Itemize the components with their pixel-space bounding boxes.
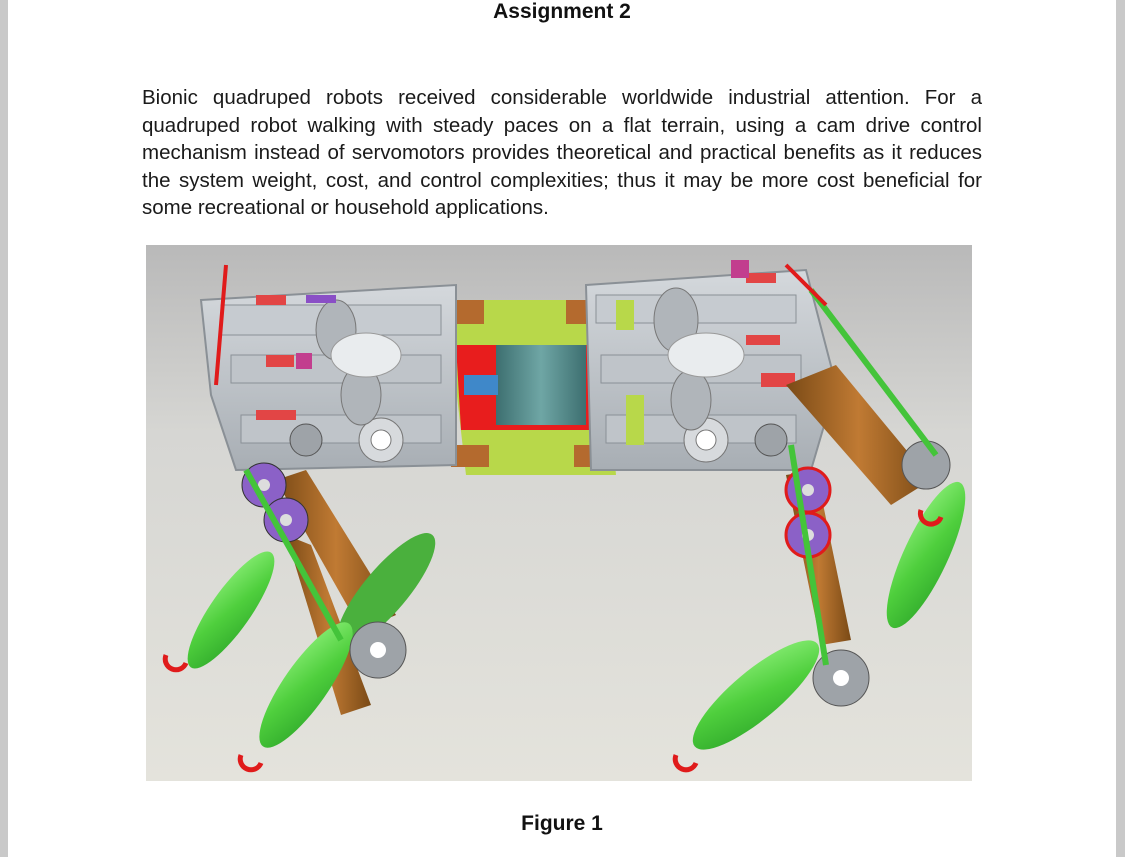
intro-paragraph: Bionic quadruped robots received conside… [142,86,982,219]
assignment-title: Assignment 2 [493,0,631,23]
figure-caption: Figure 1 [521,812,603,835]
robot-figure-image [146,245,972,781]
document-page: Assignment 2 Bionic quadruped robots rec… [8,0,1116,857]
